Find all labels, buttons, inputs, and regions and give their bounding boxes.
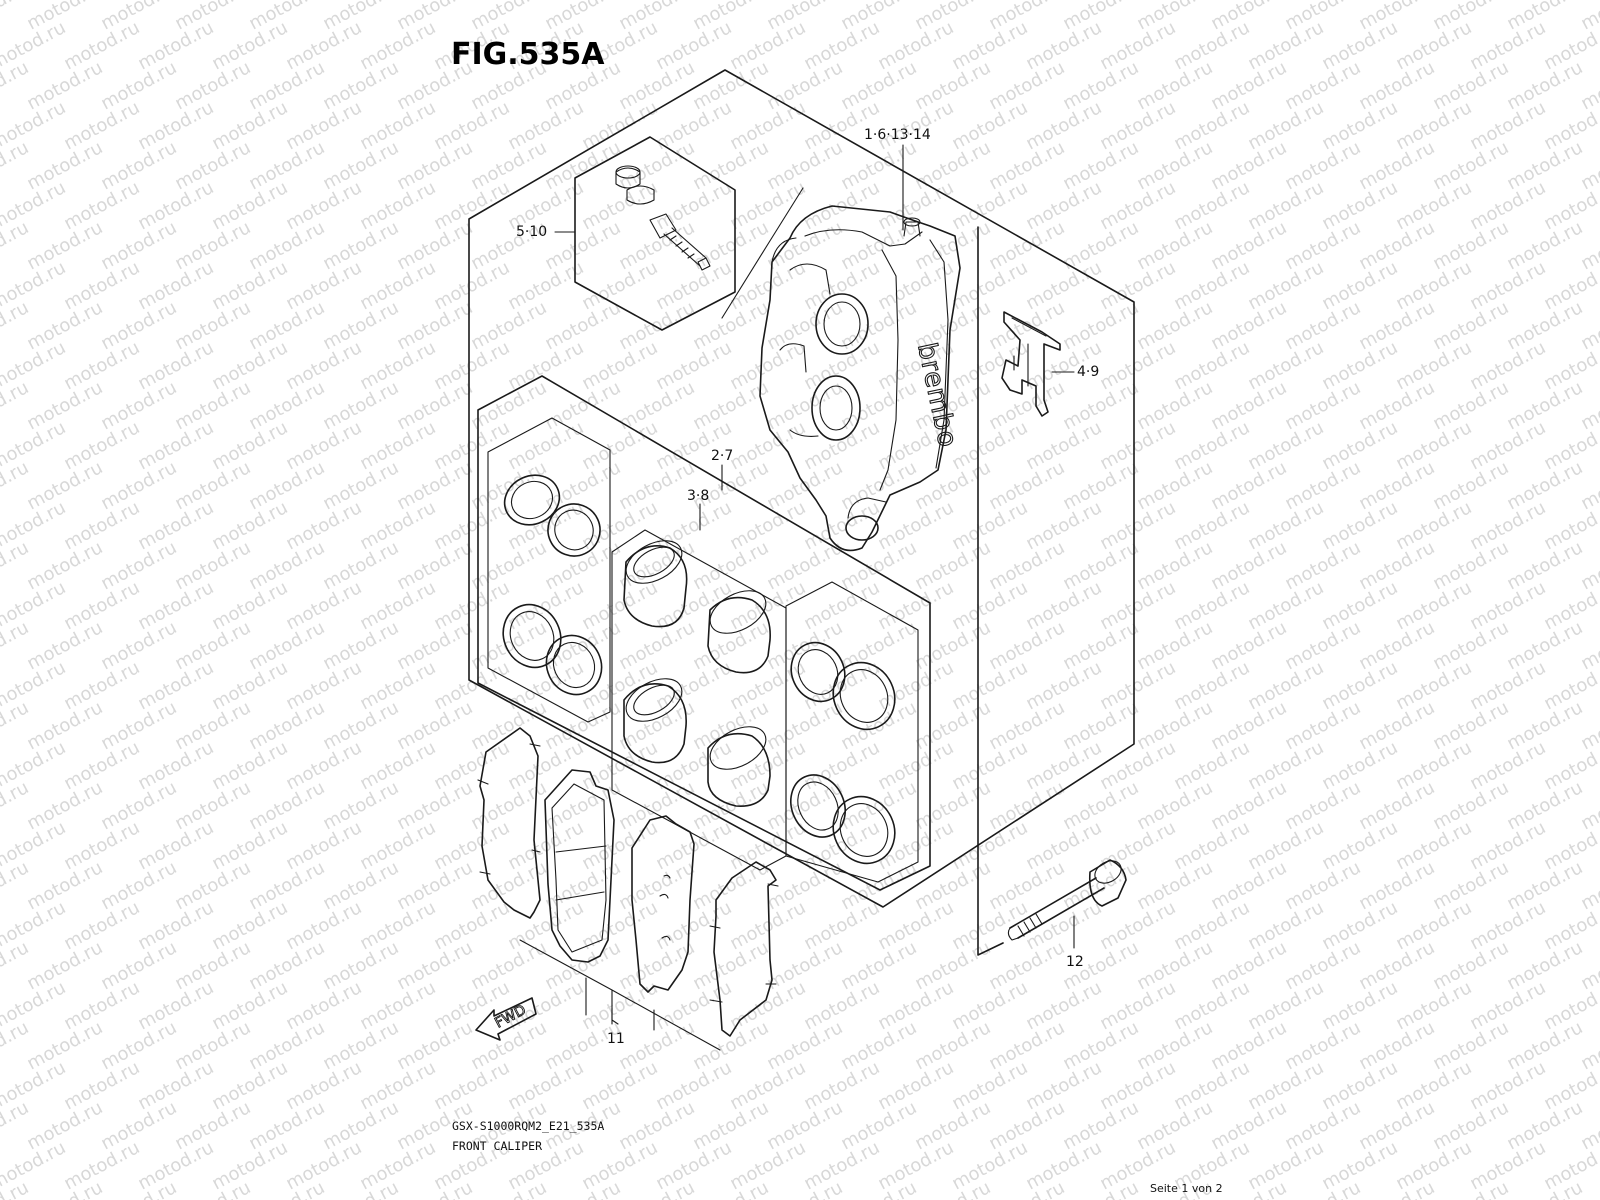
callout-brake-pads: 11 (607, 1031, 625, 1047)
seal-ring-icon (790, 641, 846, 703)
bleeder-screw-icon (649, 213, 711, 271)
watermark-text: motod.ru (0, 937, 32, 994)
pad-spring-icon (1001, 311, 1061, 417)
callout-mounting-bolt: 12 (1066, 954, 1084, 970)
piston-icon (623, 540, 688, 628)
brake-pad-icon (477, 727, 541, 919)
watermark-text: motod.ru (0, 777, 32, 834)
seal-piston-panel: 2·7 3·8 (477, 375, 931, 891)
callout-caliper-assembly: 1·6·13·14 (864, 127, 931, 143)
watermark-text: motod.ru (0, 697, 32, 754)
page-indicator: Seite 1 von 2 (1150, 1182, 1223, 1195)
seal-ring-icon (547, 503, 601, 557)
piston-icon (623, 678, 687, 764)
bleeder-cap-icon (615, 165, 655, 205)
figure-caption: FRONT CALIPER (452, 1139, 542, 1153)
seal-ring-icon (832, 795, 896, 865)
piston-icon (707, 726, 771, 807)
callout-piston-set: 3·8 (687, 488, 709, 504)
watermark-text: motod.ru (0, 857, 32, 914)
watermark-text: motod.ru (0, 617, 32, 674)
watermark-text: motod.ru (0, 1017, 32, 1074)
watermark-text: motod.ru (0, 377, 32, 434)
seal-ring-icon (832, 661, 896, 731)
seal-ring-icon (790, 774, 846, 838)
mounting-bolt-group: 12 (1007, 859, 1127, 970)
mounting-bolt-icon (1007, 859, 1127, 941)
watermark-text: motod.ru (0, 297, 32, 354)
callout-bleeder-valve: 5·10 (516, 224, 547, 240)
bleeder-valve-group: 5·10 (516, 136, 736, 331)
watermark-text: motod.ru (0, 57, 32, 114)
seal-panel-outline (477, 375, 931, 891)
piston-icon (707, 590, 771, 674)
callout-piston-seal-set: 2·7 (711, 448, 733, 464)
watermark-text: motod.ru (0, 137, 32, 194)
brake-pad-icon (709, 861, 779, 1037)
pad-spring-group: 4·9 (1001, 311, 1099, 417)
seal-ring-icon (503, 474, 561, 526)
brake-pad-icon (544, 769, 615, 963)
bleeder-valve-box (574, 136, 736, 331)
brake-pad-icon (631, 815, 695, 993)
callout-pad-spring: 4·9 (1077, 364, 1099, 380)
brake-pads-group: 11 FWD (475, 727, 779, 1051)
watermark-text: motod.ru (0, 217, 32, 274)
model-code: GSX-S1000RQM2_E21_535A (452, 1119, 604, 1133)
assembly-inner-frame (977, 226, 1004, 956)
watermark-text: motod.ru (0, 1097, 32, 1154)
watermark-text: motod.ru (0, 537, 32, 594)
watermark-text: motod.ru (0, 457, 32, 514)
seal-ring-icon (502, 603, 562, 669)
figure-title: FIG.535A (451, 37, 605, 72)
seal-ring-icon (545, 634, 603, 696)
assembly-outline (468, 69, 1135, 908)
